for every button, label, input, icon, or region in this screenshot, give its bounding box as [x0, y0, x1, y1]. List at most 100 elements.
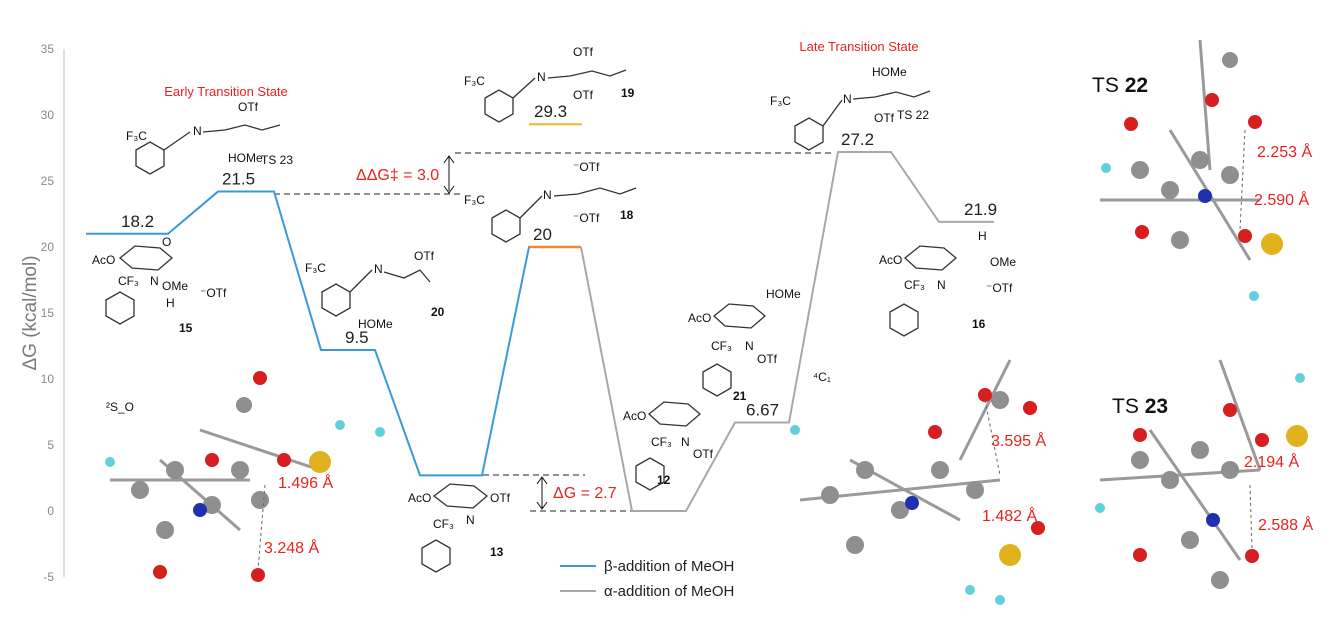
- distance-label: 2.253 Å: [1257, 142, 1312, 161]
- ts23-title: TS 23: [1112, 395, 1168, 418]
- n-atom: N: [681, 435, 690, 449]
- late-ts-note: Late Transition State: [799, 39, 918, 54]
- conformer-label-4c1: ⁴C₁: [813, 370, 831, 384]
- compound-18: 18: [620, 208, 634, 222]
- structure-15: AcO O CF₃ N OMe H ⁻OTf: [92, 235, 227, 325]
- otf-group: OTf: [573, 88, 594, 102]
- y-tick-label: 10: [41, 372, 55, 386]
- cf3-group: F₃C: [464, 193, 485, 207]
- legend: β-addition of MeOH α-addition of MeOH: [560, 558, 734, 600]
- n-atom: N: [537, 70, 546, 84]
- cf3-group: CF₃: [433, 517, 454, 531]
- ring-o: O: [162, 235, 171, 249]
- reference-dashes: [274, 152, 835, 512]
- series-line-0: [86, 190, 581, 477]
- ts23-small-label: TS 23: [261, 153, 293, 167]
- y-tick-label: 15: [41, 306, 55, 320]
- otf-group: OTf: [874, 111, 895, 125]
- n-atom: N: [745, 339, 754, 353]
- home-group: HOMe: [766, 287, 801, 301]
- distance-label: 1.482 Å: [982, 506, 1037, 525]
- y-tick-label: 0: [47, 504, 54, 518]
- cf3-group: CF₃: [651, 435, 672, 449]
- y-tick-label: -5: [43, 570, 54, 584]
- conformer-label-2so: ²S_O: [106, 400, 134, 414]
- n-atom: N: [466, 513, 475, 527]
- otf-group: OTf: [238, 100, 259, 114]
- n-atom: N: [150, 274, 159, 288]
- cf3-group: CF₃: [118, 274, 139, 288]
- model-ts23: 2.194 Å 2.588 Å TS 23: [1095, 359, 1313, 589]
- compound-20: 20: [431, 305, 445, 319]
- y-tick-label: 5: [47, 438, 54, 452]
- ddg-annotation: ΔΔG‡ = 3.0: [356, 167, 439, 184]
- cf3-group: F₃C: [770, 94, 791, 108]
- structure-16: AcO H OMe CF₃ N ⁻OTf: [879, 229, 1016, 337]
- distance-label: 2.194 Å: [1244, 452, 1299, 471]
- h-atom: H: [978, 229, 987, 243]
- structure-20: F₃C N OTf HOMe: [305, 249, 435, 331]
- cf3-group: F₃C: [464, 74, 485, 88]
- structure-22: F₃C N HOMe OTf: [770, 65, 931, 151]
- otf-anion: ⁻OTf: [986, 281, 1013, 295]
- otf-group: OTf: [490, 491, 511, 505]
- compound-16: 16: [972, 317, 986, 331]
- n-atom: N: [843, 92, 852, 106]
- structure-ts23: F₃C N OTf HOMe: [126, 100, 281, 175]
- otf-group: OTf: [573, 45, 594, 59]
- home-group: HOMe: [872, 65, 907, 79]
- structure-19: F₃C N OTf OTf: [464, 45, 627, 123]
- early-ts-note: Early Transition State: [164, 84, 288, 99]
- compound-13: 13: [490, 545, 504, 559]
- ts22-title: TS 22: [1092, 74, 1148, 97]
- home-group: HOMe: [358, 317, 393, 331]
- level-label: 29.3: [534, 102, 567, 121]
- cf3-group: F₃C: [126, 129, 147, 143]
- y-axis-label: ΔG (kcal/mol): [20, 255, 41, 370]
- y-tick-label: 35: [41, 42, 55, 56]
- otf-group: OTf: [757, 352, 778, 366]
- model-2so: 1.496 Å 3.248 Å ²S_O: [105, 371, 385, 582]
- structure-21: AcO HOMe CF₃ N OTf: [688, 287, 801, 397]
- structure-12: AcO CF₃ N OTf: [623, 401, 714, 491]
- otf-group: OTf: [693, 447, 714, 461]
- model-ts22: 2.253 Å 2.590 Å TS 22: [1092, 39, 1312, 301]
- ome-group: OMe: [162, 279, 188, 293]
- series-line-1: [580, 150, 994, 512]
- legend-label-beta: β-addition of MeOH: [604, 558, 734, 575]
- y-tick-label: 30: [41, 108, 55, 122]
- cf3-group: CF₃: [711, 339, 732, 353]
- otf-group: OTf: [414, 249, 435, 263]
- compound-21: 21: [733, 389, 747, 403]
- legend-label-alpha: α-addition of MeOH: [604, 583, 734, 600]
- n-atom: N: [937, 278, 946, 292]
- aco-group: AcO: [879, 253, 902, 267]
- compound-labels: 15 20 13 12 21 16 18 19 TS 23 TS 22: [179, 86, 986, 559]
- level-label: 9.5: [345, 328, 369, 347]
- otf-anion: ⁻OTf: [573, 160, 600, 174]
- distance-label: 2.588 Å: [1258, 515, 1313, 534]
- otf-anion: ⁻OTf: [573, 211, 600, 225]
- aco-group: AcO: [92, 253, 115, 267]
- n-atom: N: [374, 262, 383, 276]
- level-label: 27.2: [841, 130, 874, 149]
- distance-label: 2.590 Å: [1254, 190, 1309, 209]
- level-label: 6.67: [746, 401, 779, 420]
- y-tick-label: 20: [41, 240, 55, 254]
- model-4c1: 3.595 Å 1.482 Å ⁴C₁: [790, 359, 1046, 605]
- compound-15: 15: [179, 321, 193, 335]
- n-atom: N: [543, 188, 552, 202]
- ts22-small-label: TS 22: [897, 108, 929, 122]
- structure-13: AcO OTf CF₃ N: [408, 483, 511, 573]
- dg-annotation: ΔG = 2.7: [553, 485, 617, 502]
- home-group: HOMe: [228, 151, 263, 165]
- level-label: 21.9: [964, 200, 997, 219]
- aco-group: AcO: [688, 311, 711, 325]
- level-label: 21.5: [222, 170, 255, 189]
- cf3-group: F₃C: [305, 261, 326, 275]
- aco-group: AcO: [623, 409, 646, 423]
- ome-group: OMe: [990, 255, 1016, 269]
